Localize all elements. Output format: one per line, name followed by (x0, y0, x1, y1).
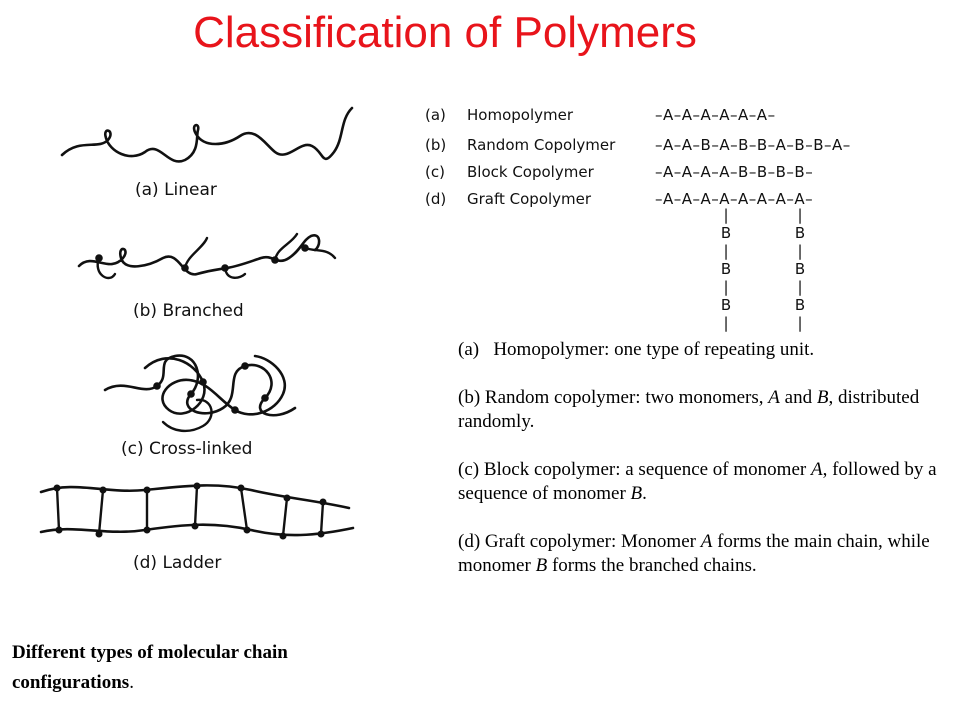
branch-unit: | (723, 278, 729, 296)
monomer-symbol: A (768, 387, 780, 408)
monomer-symbol: A (700, 531, 713, 552)
config-label: (b) Branched (133, 301, 244, 321)
branch-unit: | (797, 242, 803, 260)
config-label: (c) Cross-linked (121, 439, 252, 458)
row-letter: (c) (425, 163, 445, 181)
crosslinked-chain-diagram: (c) Cross-linked (85, 338, 405, 458)
row-name: Block Copolymer (467, 163, 594, 181)
figure-caption: Different types of molecular chain confi… (12, 638, 382, 698)
row-chain: –A–A–B–A–B–B–A–B–B–A– (655, 136, 851, 154)
definition-text: (b) Random copolymer: two monomers, (458, 387, 769, 408)
branch-unit: | (797, 278, 803, 296)
row-name: Random Copolymer (467, 136, 616, 154)
row-chain: –A–A–A–A–B–B–B–B– (655, 163, 814, 181)
row-chain: –A–A–A–A–A–A– (655, 106, 776, 124)
definition-text: forms the branched chains. (547, 555, 757, 576)
branch-unit: | (723, 242, 729, 260)
definition-text: , followed by a sequence of monomer (458, 459, 937, 504)
definition-text: . (642, 483, 647, 504)
graft-branch: | B | B | B | (792, 206, 808, 332)
definition-text: (a) Homopolymer: one type of repeating u… (458, 339, 815, 360)
branch-unit: B (794, 296, 806, 314)
linear-chain-diagram: (a) Linear (50, 100, 370, 210)
definition-text: , distributed randomly. (458, 387, 920, 432)
row-chain: –A–A–A–A–A–A–A–A– (655, 190, 814, 208)
branch-unit: B (794, 224, 806, 242)
branch-unit: | (797, 314, 803, 332)
definition-text: and (779, 387, 817, 408)
branch-unit: | (723, 206, 729, 224)
ladder-chain-diagram: (d) Ladder (35, 470, 365, 580)
branched-chain-diagram: (b) Branched (65, 218, 385, 328)
config-label: (a) Linear (135, 180, 217, 200)
branch-unit: B (720, 224, 732, 242)
branch-unit: B (720, 296, 732, 314)
config-label: (d) Ladder (133, 553, 221, 573)
branch-unit: | (797, 206, 803, 224)
definition-text: (d) Graft copolymer: Monomer (458, 531, 701, 552)
row-letter: (b) (425, 136, 447, 154)
monomer-symbol: B (816, 387, 829, 408)
monomer-symbol: B (630, 483, 643, 504)
branch-unit: | (723, 314, 729, 332)
definition-graft-copolymer: (d) Graft copolymer: Monomer A forms the… (458, 530, 948, 578)
graft-branch: | B | B | B | (718, 206, 734, 332)
branch-unit: B (720, 260, 732, 278)
monomer-symbol: A (810, 459, 823, 480)
caption-period: . (129, 672, 134, 693)
definition-homopolymer: (a) Homopolymer: one type of repeating u… (458, 338, 948, 362)
definitions: (a) Homopolymer: one type of repeating u… (458, 338, 948, 602)
caption-text: Different types of molecular chain confi… (12, 642, 288, 693)
row-name: Homopolymer (467, 106, 573, 124)
definition-text: (c) Block copolymer: a sequence of monom… (458, 459, 811, 480)
definition-random-copolymer: (b) Random copolymer: two monomers, A an… (458, 386, 948, 434)
row-letter: (d) (425, 190, 447, 208)
page-title: Classification of Polymers (193, 8, 697, 57)
definition-block-copolymer: (c) Block copolymer: a sequence of monom… (458, 458, 948, 506)
monomer-symbol: B (535, 555, 548, 576)
definition-text: forms the main chain, while monomer (458, 531, 930, 576)
row-name: Graft Copolymer (467, 190, 592, 208)
branch-unit: B (794, 260, 806, 278)
row-letter: (a) (425, 106, 446, 124)
